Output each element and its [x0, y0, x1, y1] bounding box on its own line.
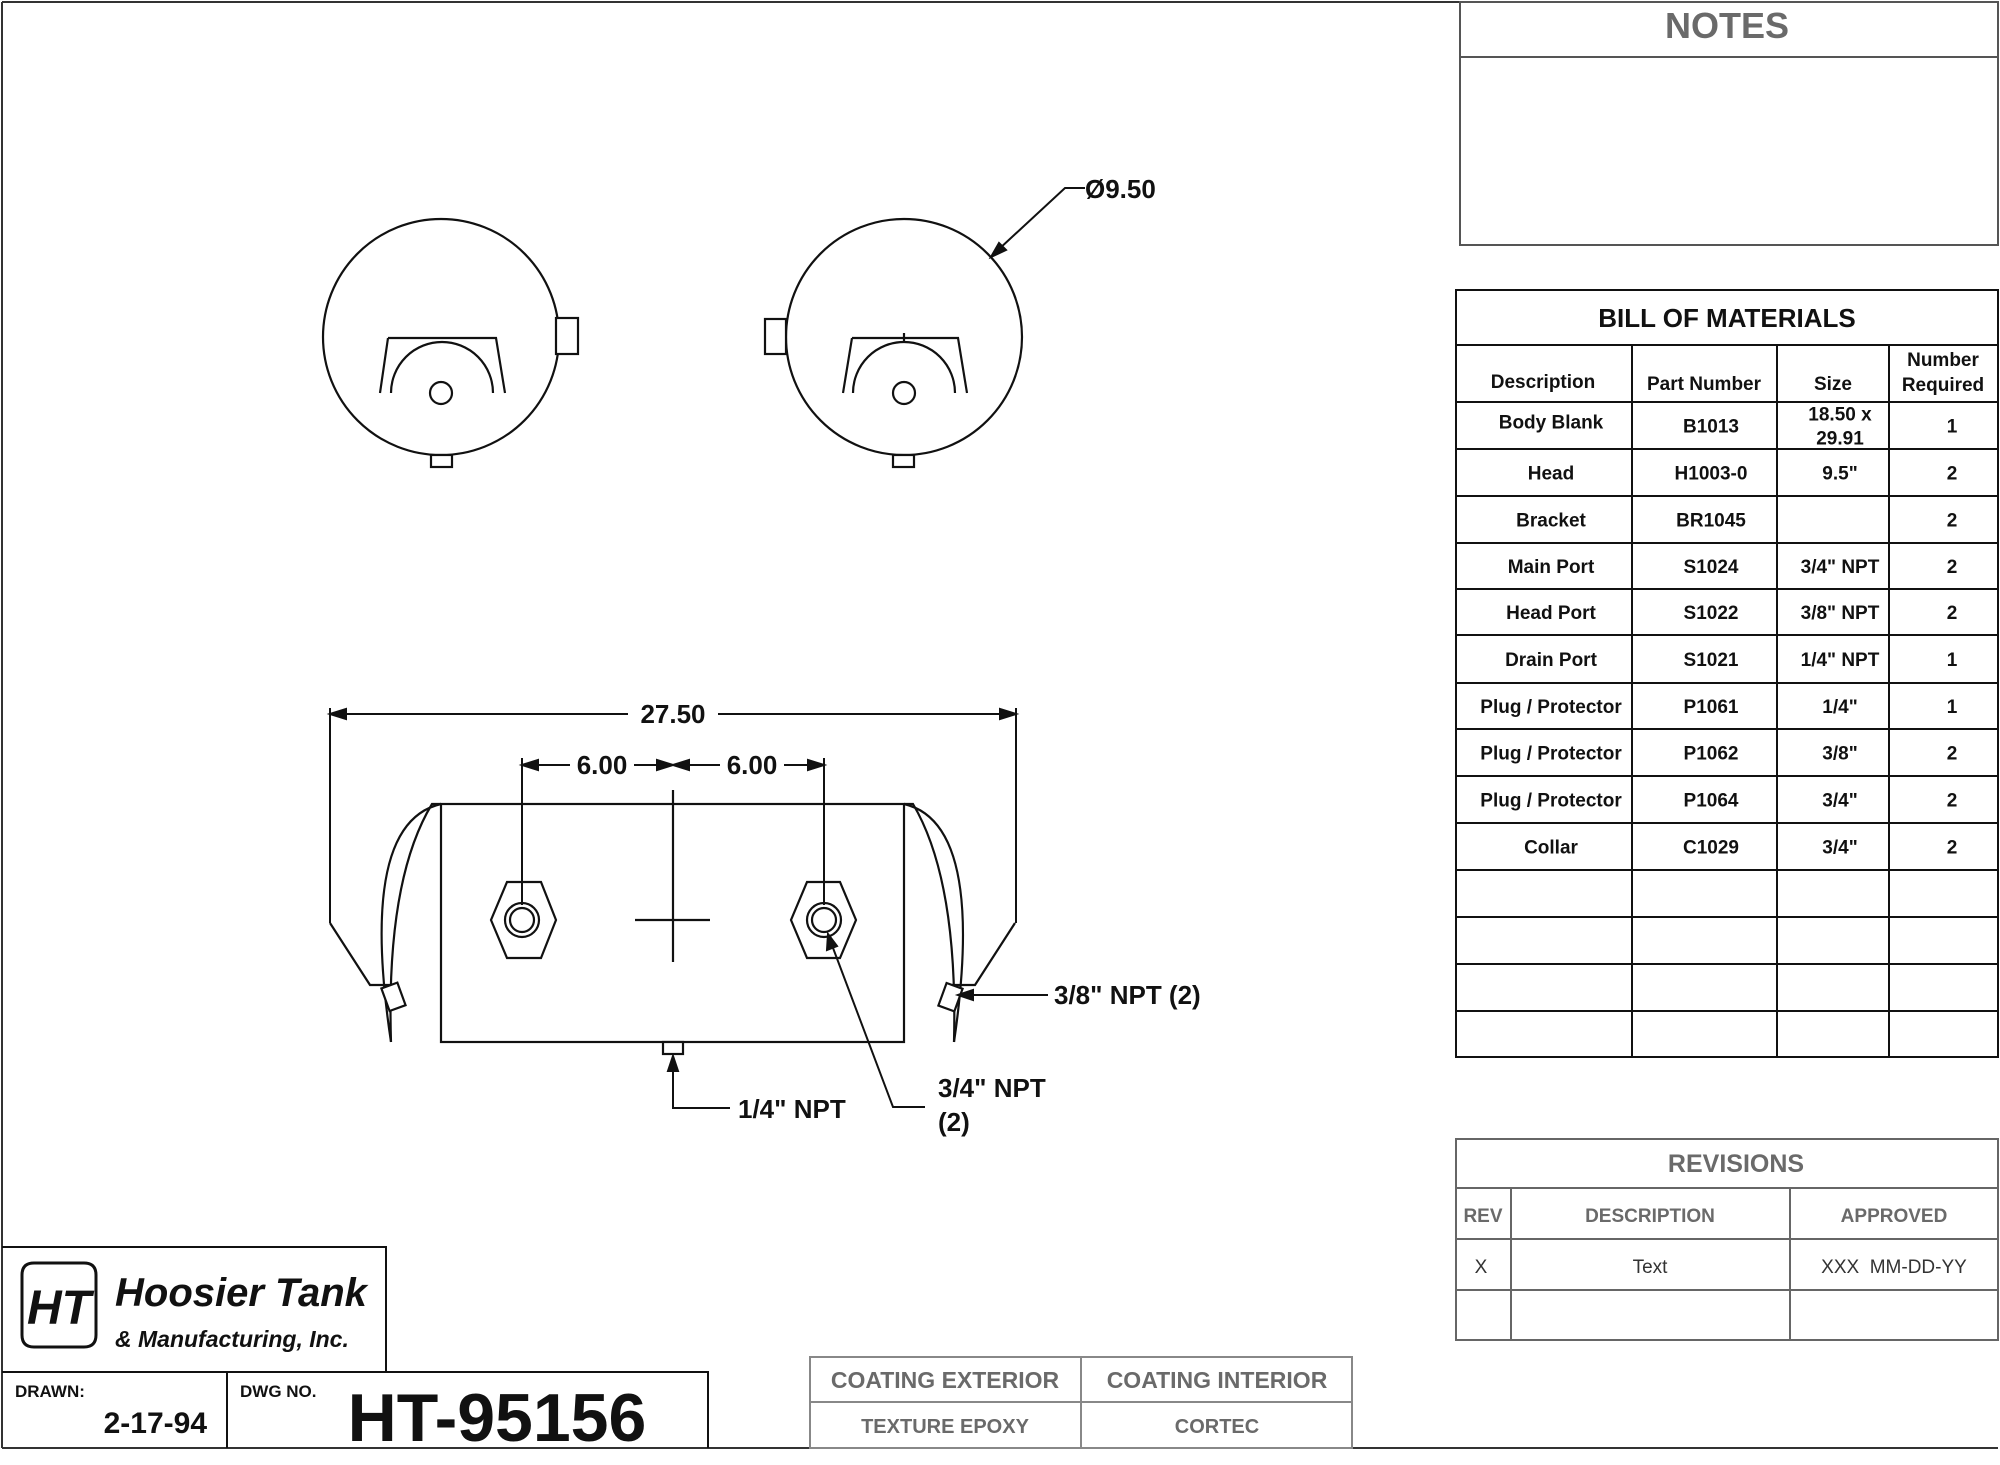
bom-cell-size: 18.50 x	[1808, 405, 1872, 426]
bom-cell-size-line2: 29.91	[1816, 429, 1864, 450]
callout-leaders	[666, 931, 1048, 1109]
logo-badge	[20, 1261, 98, 1349]
revisions-title: REVISIONS	[1668, 1150, 1804, 1178]
dwg-number: HT-95156	[348, 1380, 647, 1456]
bom-cell-qty: 1	[1947, 417, 1958, 438]
revisions-header-description: DESCRIPTION	[1585, 1206, 1715, 1227]
bom-cell-size: 3/4"	[1822, 838, 1857, 859]
bom-cell-size: 3/8" NPT	[1801, 603, 1880, 624]
revisions-table	[1455, 1138, 1999, 1341]
bom-cell-description: Body Blank	[1499, 413, 1604, 434]
coating-interior-label: COATING INTERIOR	[1107, 1367, 1328, 1393]
bom-row: Plug / Protector P1064 3/4" 2	[1480, 791, 1957, 812]
bom-cell-description: Head Port	[1506, 603, 1596, 624]
bom-row: Drain Port S1021 1/4" NPT 1	[1505, 650, 1958, 671]
bom-cell-size: 1/4"	[1822, 697, 1857, 718]
bom-cell-part-number: B1013	[1683, 417, 1739, 438]
bom-row: Collar C1029 3/4" 2	[1524, 838, 1957, 859]
bom-header-qty-line2: Required	[1902, 375, 1984, 396]
notes-title: NOTES	[1665, 5, 1789, 46]
bom-cell-size: 3/4" NPT	[1801, 557, 1880, 578]
bom-cell-description: Plug / Protector	[1480, 791, 1622, 812]
bom-header-part: Part Number	[1647, 374, 1762, 395]
company-name-line2: & Manufacturing, Inc.	[115, 1326, 349, 1352]
overall-length-dimension: 27.50	[640, 699, 705, 729]
coating-exterior-label: COATING EXTERIOR	[831, 1367, 1060, 1393]
bom-row: Plug / Protector P1062 3/8" 2	[1480, 744, 1957, 765]
end-view-left	[321, 217, 580, 469]
bom-header-size: Size	[1814, 374, 1852, 395]
bom-row: Body Blank B1013 18.50 x 29.91 1	[1499, 405, 1958, 450]
drain-port-callout: 1/4" NPT	[738, 1094, 846, 1124]
drawn-date: 2-17-94	[104, 1407, 208, 1440]
notes-box	[1459, 1, 1999, 246]
bom-header-qty-line1: Number	[1907, 350, 1979, 371]
right-offset-dimension: 6.00	[727, 750, 778, 780]
bom-cell-size: 9.5"	[1822, 464, 1857, 485]
bom-cell-qty: 1	[1947, 650, 1958, 671]
bom-cell-description: Bracket	[1516, 511, 1586, 532]
bom-cell-qty: 2	[1947, 603, 1958, 624]
bom-title: BILL OF MATERIALS	[1598, 303, 1856, 333]
bom-cell-size: 3/4"	[1822, 791, 1857, 812]
diameter-leader	[988, 187, 1085, 260]
dimension-lines	[326, 707, 1020, 923]
bom-cell-qty: 1	[1947, 697, 1958, 718]
bom-table	[1455, 289, 1999, 1058]
bom-row: Head Port S1022 3/8" NPT 2	[1506, 603, 1957, 624]
bom-header-description: Description	[1491, 372, 1596, 393]
bom-cell-part-number: P1062	[1684, 744, 1739, 765]
bom-cell-description: Head	[1528, 464, 1574, 485]
bom-cell-qty: 2	[1947, 464, 1958, 485]
bom-row: Main Port S1024 3/4" NPT 2	[1508, 557, 1958, 578]
end-view-right	[763, 217, 1024, 469]
main-port-callout-line2: (2)	[938, 1107, 970, 1137]
bom-cell-description: Plug / Protector	[1480, 697, 1622, 718]
side-view-tank	[329, 790, 1016, 1056]
bom-cell-size: 1/4" NPT	[1801, 650, 1880, 671]
bom-cell-description: Plug / Protector	[1480, 744, 1622, 765]
left-offset-dimension: 6.00	[577, 750, 628, 780]
revision-row-description: Text	[1633, 1257, 1669, 1278]
revision-row-rev: X	[1475, 1257, 1488, 1278]
bom-row: Plug / Protector P1061 1/4" 1	[1480, 697, 1957, 718]
dwg-number-label: DWG NO.	[240, 1382, 317, 1401]
bom-cell-size: 3/8"	[1822, 744, 1857, 765]
title-block-frame	[2, 1246, 709, 1448]
bom-cell-part-number: H1003-0	[1675, 464, 1748, 485]
bom-row: Bracket BR1045 2	[1516, 511, 1957, 532]
bom-cell-part-number: S1022	[1684, 603, 1739, 624]
bom-cell-description: Drain Port	[1505, 650, 1598, 671]
bom-cell-part-number: S1021	[1684, 650, 1739, 671]
bom-cell-description: Main Port	[1508, 557, 1595, 578]
bom-row: Head H1003-0 9.5" 2	[1528, 464, 1958, 485]
company-logo: HT Hoosier Tank & Manufacturing, Inc.	[20, 1261, 369, 1352]
revisions-header-approved: APPROVED	[1841, 1206, 1948, 1227]
bom-cell-part-number: BR1045	[1676, 511, 1746, 532]
coating-table	[809, 1356, 1353, 1449]
revisions-header-rev: REV	[1463, 1206, 1502, 1227]
diameter-dimension: Ø9.50	[1085, 174, 1156, 204]
bom-cell-part-number: P1061	[1684, 697, 1739, 718]
coating-interior-value: CORTEC	[1175, 1416, 1259, 1438]
revision-row-approved: XXX MM-DD-YY	[1821, 1257, 1967, 1278]
bom-cell-qty: 2	[1947, 511, 1958, 532]
bom-cell-part-number: C1029	[1683, 838, 1739, 859]
bom-header: Description Part Number Size Number Requ…	[1491, 350, 1984, 396]
drawn-label: DRAWN:	[15, 1382, 85, 1401]
bom-cell-description: Collar	[1524, 838, 1578, 859]
bom-cell-qty: 2	[1947, 838, 1958, 859]
main-port-callout-line1: 3/4" NPT	[938, 1073, 1046, 1103]
bom-cell-qty: 2	[1947, 791, 1958, 812]
head-port-callout: 3/8" NPT (2)	[1054, 980, 1201, 1010]
logo-monogram: HT	[27, 1282, 95, 1335]
bom-cell-part-number: P1064	[1684, 791, 1739, 812]
bom-cell-qty: 2	[1947, 557, 1958, 578]
bom-cell-part-number: S1024	[1684, 557, 1739, 578]
bom-cell-qty: 2	[1947, 744, 1958, 765]
company-name-line1: Hoosier Tank	[115, 1271, 369, 1315]
coating-exterior-value: TEXTURE EPOXY	[861, 1416, 1029, 1438]
